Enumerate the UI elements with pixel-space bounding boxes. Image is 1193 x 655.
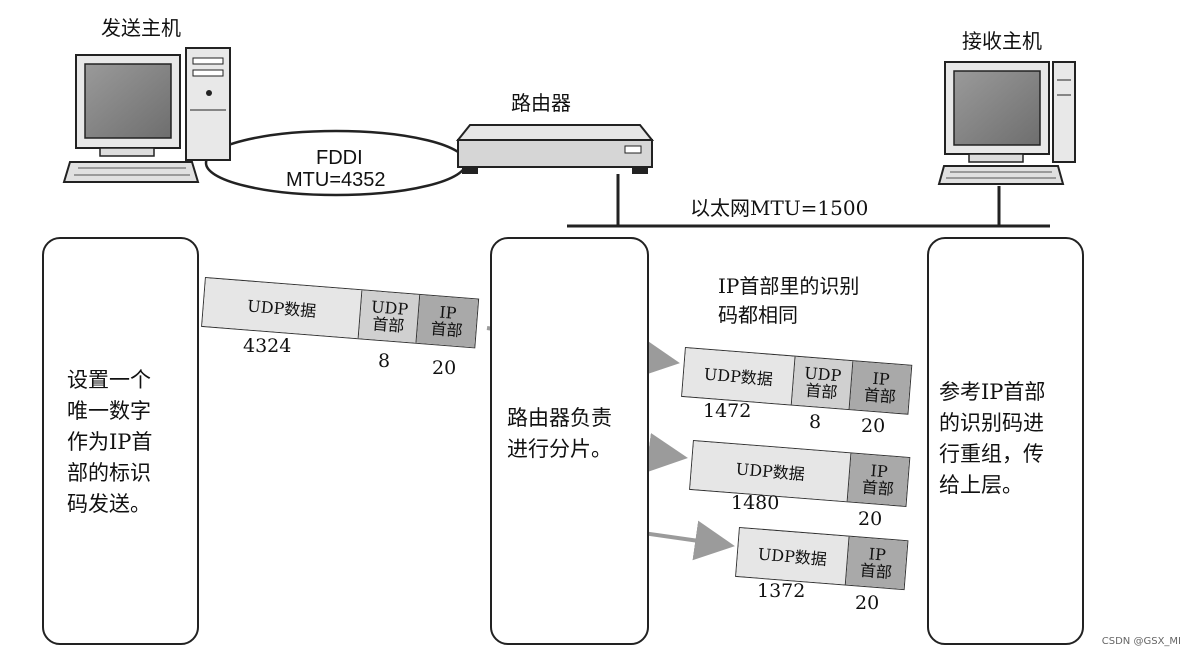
packet-ip-header: IP 首部	[416, 294, 479, 348]
fragment-2-data-size: 1480	[731, 492, 780, 514]
original-data-size: 4324	[243, 335, 292, 357]
watermark: CSDN @GSX_MI	[1101, 636, 1181, 647]
fragment-1-ip-size: 20	[861, 415, 886, 437]
fragment-2-ip-header: IP 首部	[847, 453, 910, 506]
fragment-1-data-size: 1472	[703, 400, 752, 422]
router-icon	[455, 124, 655, 174]
fragment-1-udp-size: 8	[809, 411, 822, 433]
sender-host-label: 发送主机	[101, 16, 181, 40]
sender-panel	[42, 237, 199, 645]
fragment-1-ip-header: IP 首部	[849, 361, 912, 414]
receiver-panel-text: 参考IP首部 的识别码进 行重组，传 给上层。	[939, 380, 1046, 497]
ethernet-mtu-label: 以太网MTU=1500	[690, 196, 869, 220]
identifier-note: IP首部里的识别 码都相同	[718, 274, 860, 327]
original-udp-size: 8	[378, 350, 391, 372]
fragment-3-ip-header: IP 首部	[845, 536, 908, 590]
fragment-3-udp-data: UDP数据	[736, 528, 850, 585]
receiver-computer-icon	[937, 61, 1076, 185]
fragment-3-data-size: 1372	[757, 580, 806, 602]
router-label: 路由器	[511, 91, 571, 115]
fragment-3-ip-size: 20	[855, 592, 880, 614]
receiver-panel	[927, 237, 1084, 645]
receiver-host-label: 接收主机	[962, 29, 1042, 53]
fragment-1-udp-header: UDP 首部	[791, 356, 854, 410]
router-panel-text: 路由器负责 进行分片。	[507, 406, 612, 461]
sender-computer-icon	[62, 47, 231, 183]
packet-udp-header: UDP 首部	[358, 290, 421, 343]
fragment-2-ip-size: 20	[858, 508, 883, 530]
sender-panel-text: 设置一个 唯一数字 作为IP首 部的标识 码发送。	[67, 368, 153, 516]
fddi-label: FDDI	[316, 147, 363, 169]
fragment-1-udp-data: UDP数据	[682, 348, 796, 405]
original-ip-size: 20	[432, 357, 457, 379]
router-panel	[490, 237, 649, 645]
fddi-mtu-label: MTU=4352	[286, 169, 386, 191]
